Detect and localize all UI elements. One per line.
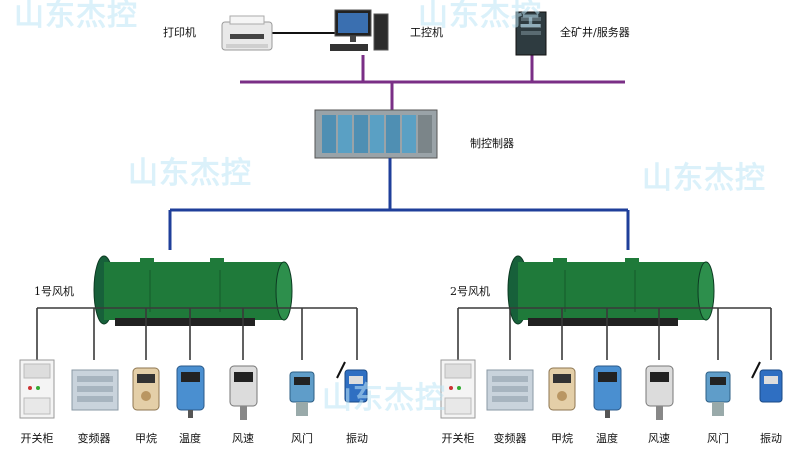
switch-cabinet-icon [440,359,476,419]
temperature-sensor-icon [176,365,205,418]
methane-sensor-icon [132,367,160,411]
fan-2-sensor-label: 风门 [707,432,729,445]
plc-controller-icon [314,109,438,159]
ipc-label: 工控机 [410,26,443,39]
fan-2-sensor-label: 温度 [596,432,618,445]
air-door-sensor-icon [705,371,731,416]
methane-sensor-icon [548,367,576,411]
frequency-converter-icon [486,369,534,411]
wind-speed-sensor-icon [229,365,258,420]
fan-1-sensors [19,359,368,420]
watermark: 山东杰控 [322,381,446,416]
watermark: 山东杰控 [14,0,138,33]
fan-2-sensor-label: 风速 [648,432,670,445]
fan-1-sensor-label: 温度 [179,432,201,445]
server-label: 全矿井/服务器 [560,26,630,39]
fan-2-sensor-label: 甲烷 [551,432,573,445]
network-bus [240,32,625,110]
fan-1-icon [93,255,293,326]
printer-icon [221,15,273,51]
wind-speed-sensor-icon [645,365,674,420]
fan-2-sensor-label: 变频器 [493,432,527,445]
controller-label: 制控制器 [470,137,514,150]
fan-1-label: 1号风机 [34,285,74,298]
industrial-pc-icon [330,9,389,51]
temperature-sensor-icon [593,365,622,418]
vibration-sensor-icon [336,361,368,403]
printer-label: 打印机 [163,26,196,39]
vibration-sensor-icon [751,361,783,403]
fan-1-sensor-bus [36,307,358,360]
server-icon [515,11,547,56]
fan-2-sensor-label: 开关柜 [441,432,475,445]
fan-1-sensor-label: 风速 [232,432,254,445]
fan-2-sensor-bus [457,307,772,360]
watermark: 山东杰控 [418,0,542,33]
fan-1-sensor-label: 振动 [346,432,368,445]
fan-2-icon [507,255,715,326]
fan-2-label: 2号风机 [450,285,490,298]
fan-1-sensor-label: 变频器 [77,432,111,445]
fan-1-sensor-label: 开关柜 [20,432,54,445]
watermark: 山东杰控 [642,161,766,196]
frequency-converter-icon [71,369,119,411]
fan-1-sensor-label: 风门 [291,432,313,445]
air-door-sensor-icon [289,371,315,416]
switch-cabinet-icon [19,359,55,419]
fan-2-sensors [440,359,783,420]
watermark: 山东杰控 [128,156,252,191]
fan-2-sensor-label: 振动 [760,432,782,445]
fan-1-sensor-label: 甲烷 [135,432,157,445]
control-tree [168,158,630,250]
